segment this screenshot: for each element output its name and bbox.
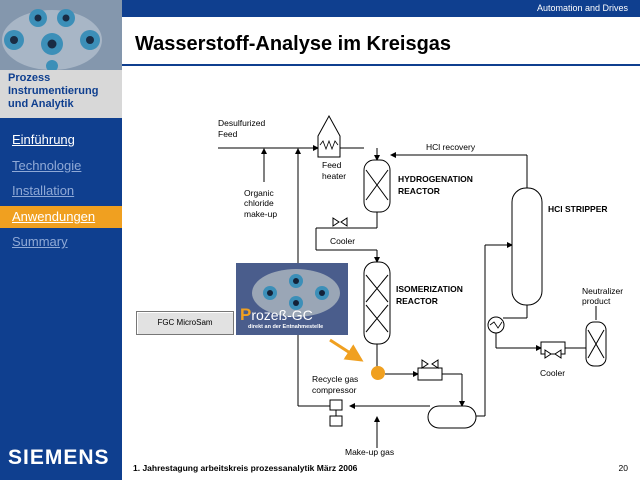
product-photo: [0, 0, 122, 70]
diagram-label: HCl STRIPPER: [548, 204, 608, 214]
fgc-microsam-button[interactable]: FGC MicroSam: [136, 311, 234, 335]
footer-text: 1. Jahrestagung arbeitskreis prozessanal…: [133, 463, 358, 473]
nav-item-technologie[interactable]: Technologie: [12, 158, 82, 173]
sample-point-marker: [371, 366, 385, 380]
nav-item-summary[interactable]: Summary: [12, 234, 68, 249]
division-label: Automation and Drives: [536, 3, 628, 13]
diagram-label: Recycle gas: [312, 374, 358, 384]
diagram-label: chloride: [244, 198, 274, 208]
diagram-label: HYDROGENATION: [398, 174, 473, 184]
top-bar: Automation and Drives: [122, 0, 640, 17]
diagram-label: ISOMERIZATION: [396, 284, 463, 294]
process-gc-image: [236, 263, 348, 335]
process-flow-diagram: Desulfurized Feed HCl recovery Feed heat…: [218, 114, 623, 457]
gc-device-icon: [236, 263, 348, 335]
diagram-label: compressor: [312, 385, 357, 395]
title-divider: [122, 64, 640, 66]
diagram-label: REACTOR: [396, 296, 438, 306]
nav-active-highlight: [0, 206, 122, 228]
diagram-label: Feed: [218, 129, 238, 139]
nav-item-installation[interactable]: Installation: [12, 183, 75, 198]
page-number: 20: [618, 463, 628, 473]
diagram-label: Organic: [244, 188, 275, 198]
analyzer-device-icon: [0, 0, 122, 70]
diagram-label: Make-up gas: [345, 447, 394, 457]
gc-title: Prozeß-GC: [240, 305, 313, 324]
sidebar-subtitle-box: [0, 70, 122, 118]
diagram-label: REACTOR: [398, 186, 440, 196]
sidebar-subtitle: Prozess Instrumentierung und Analytik: [8, 72, 99, 110]
diagram-label: Neutralizer: [582, 286, 623, 296]
gc-caption: direkt an der Entnahmestelle: [248, 324, 324, 330]
diagram-label: Desulfurized: [218, 118, 266, 128]
diagram-label: make-up: [244, 209, 277, 219]
diagram-label: heater: [322, 171, 346, 181]
diagram-label: Cooler: [330, 236, 355, 246]
diagram-label: Feed: [322, 160, 342, 170]
page-title: Wasserstoff-Analyse im Kreisgas: [135, 33, 452, 55]
diagram-label: Cooler: [540, 368, 565, 378]
nav-item-einfuehrung[interactable]: Einführung: [12, 132, 75, 147]
nav-item-anwendungen[interactable]: Anwendungen: [12, 209, 96, 224]
siemens-logo: SIEMENS: [8, 446, 110, 469]
diagram-label: HCl recovery: [426, 142, 476, 152]
diagram-label: product: [582, 296, 611, 306]
